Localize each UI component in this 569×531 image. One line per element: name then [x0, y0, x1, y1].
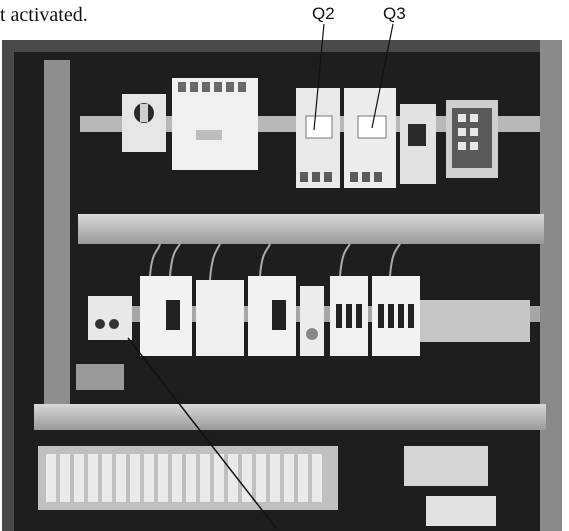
cabinet-door-edge — [540, 40, 562, 531]
lower-right-terminals — [404, 446, 488, 486]
cable-duct-upper — [78, 214, 544, 244]
overload-relay — [88, 296, 132, 340]
callout-line-overload — [127, 337, 277, 529]
callout-label-q2: Q2 — [312, 4, 335, 23]
callout-label-q3: Q3 — [383, 4, 406, 23]
small-device — [76, 364, 124, 390]
callout-line-q2 — [313, 23, 325, 131]
callout-line-q3 — [371, 23, 394, 129]
contactor-module — [172, 78, 258, 170]
cable-duct-lower — [34, 404, 546, 430]
cable-duct-left — [44, 60, 70, 420]
caption-text: t activated. — [0, 4, 88, 26]
contactor-row — [140, 276, 420, 356]
